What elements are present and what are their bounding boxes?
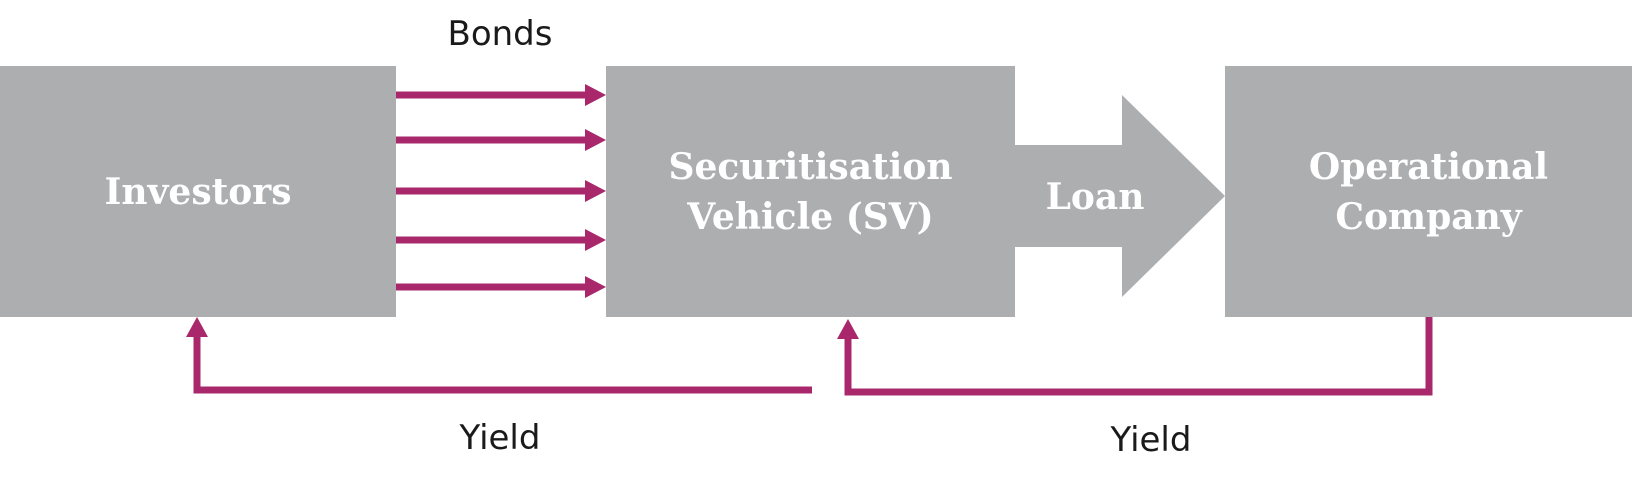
bond-arrows — [396, 84, 606, 298]
yield-label-left: Yield — [459, 418, 541, 458]
bond-arrowhead-5 — [585, 276, 606, 298]
investors-label: Investors — [104, 170, 292, 213]
loan-label: Loan — [1045, 176, 1145, 218]
operational-company-box: Operational Company — [1225, 66, 1632, 317]
securitisation-vehicle-box: Securitisation Vehicle (SV) — [606, 66, 1015, 317]
bonds-label: Bonds — [447, 14, 553, 54]
bond-arrowhead-4 — [585, 229, 606, 251]
loan-arrow — [1015, 95, 1225, 297]
bond-arrowhead-3 — [585, 180, 606, 202]
operational-company-label: Operational Company — [1308, 145, 1549, 238]
yield-label-right: Yield — [1110, 420, 1192, 460]
yield-arrow-right — [837, 317, 1433, 396]
securitisation-vehicle-label: Securitisation Vehicle (SV) — [668, 145, 953, 238]
bond-arrowhead-2 — [585, 129, 606, 151]
bond-arrowhead-1 — [585, 84, 606, 106]
investors-box: Investors — [0, 66, 396, 317]
yield-arrow-left — [186, 317, 812, 394]
